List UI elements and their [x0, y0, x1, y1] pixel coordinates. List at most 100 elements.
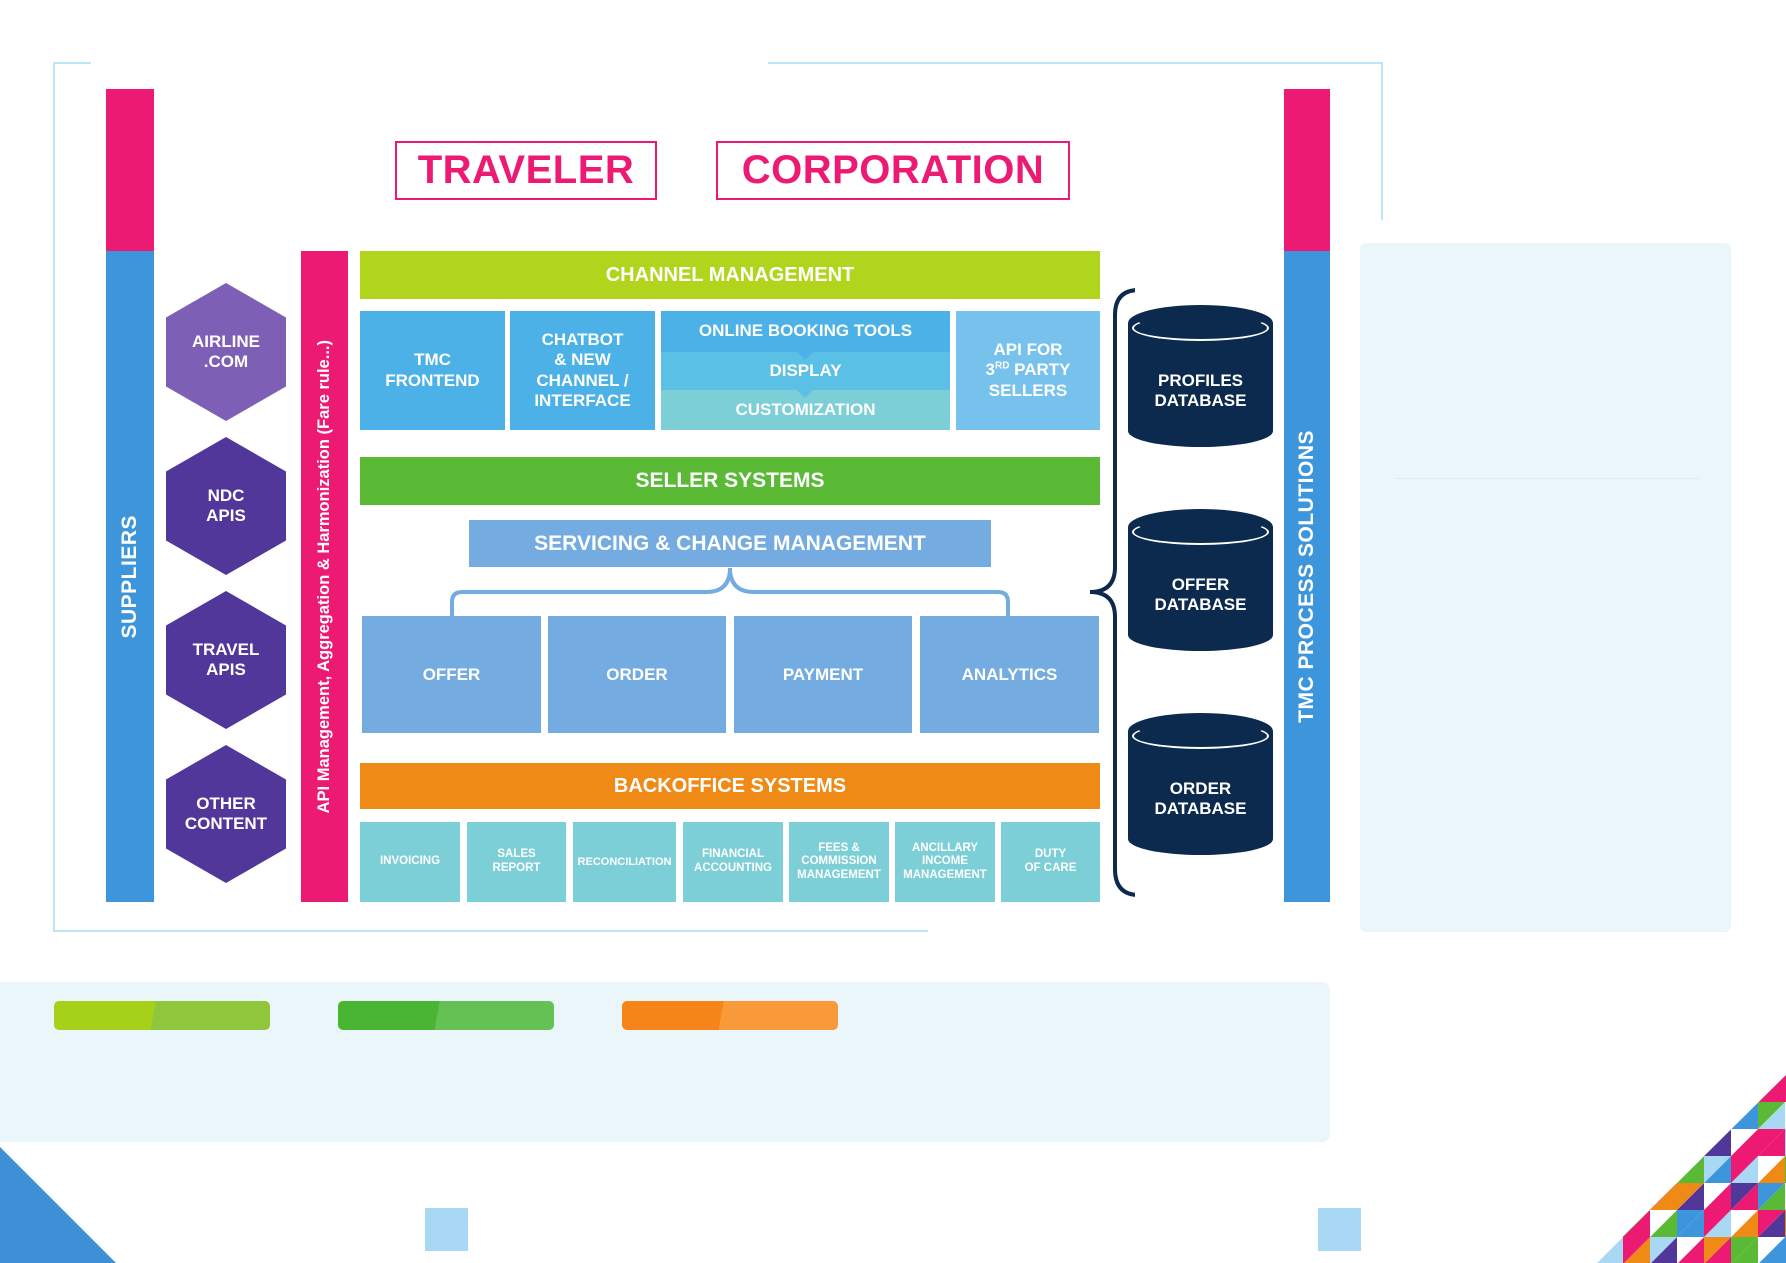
module-payment: PAYMENT: [734, 616, 912, 733]
pattern-triangle: [1677, 1183, 1704, 1210]
order-database-ring: [1132, 723, 1269, 749]
backoffice-item-financial-accounting: FINANCIAL ACCOUNTING: [683, 822, 783, 902]
backoffice-item-ancillary-income-label: ANCILLARY INCOME MANAGEMENT: [903, 841, 987, 881]
suppliers-bar-cap: [106, 89, 154, 251]
pattern-triangle: [1650, 1210, 1677, 1237]
pattern-triangle: [1704, 1102, 1731, 1129]
pattern-triangle: [1596, 1129, 1623, 1156]
offer-database-label: OFFER DATABASE: [1154, 575, 1247, 615]
api-third-party-tile: API FOR 3RD PARTY SELLERS: [956, 311, 1100, 430]
pattern-triangle: [1623, 1075, 1650, 1102]
tmc-frontend-tile: TMC FRONTEND: [360, 311, 505, 430]
legend-panel: [0, 982, 1330, 1142]
frame-bottom: [53, 930, 928, 932]
pattern-triangle: [1704, 1129, 1731, 1156]
tmc-process-bar: TMC PROCESS SOLUTIONS: [1284, 251, 1330, 902]
api-third-party-line1: API FOR: [993, 340, 1063, 360]
tmc-bar-cap: [1284, 89, 1330, 251]
backoffice-item-fees-commission: FEES & COMMISSION MANAGEMENT: [789, 822, 889, 902]
pattern-triangle: [1731, 1183, 1758, 1210]
backoffice-item-duty-of-care-label: DUTY OF CARE: [1024, 848, 1077, 874]
pattern-triangle: [1596, 1075, 1623, 1102]
frame-top-right: [768, 62, 1383, 64]
pattern-triangle: [1596, 1210, 1623, 1237]
online-booking-tools-label: ONLINE BOOKING TOOLS: [698, 321, 913, 341]
legend-swatch-orange: [622, 1001, 838, 1030]
backoffice-item-fees-commission-label: FEES & COMMISSION MANAGEMENT: [797, 841, 881, 881]
frame-top-left: [53, 62, 91, 64]
supplier-hex-travel-apis: TRAVEL APIS: [166, 591, 286, 729]
pattern-triangle: [1677, 1129, 1704, 1156]
pattern-triangle: [1704, 1237, 1731, 1263]
order-database: ORDER DATABASE: [1128, 713, 1273, 875]
pattern-triangle: [1731, 1156, 1758, 1183]
module-order-label: ORDER: [606, 664, 668, 684]
corporation-label: CORPORATION: [741, 148, 1045, 192]
profiles-database-label: PROFILES DATABASE: [1154, 371, 1247, 411]
pattern-triangle: [1677, 1210, 1704, 1237]
pattern-triangle: [1596, 1075, 1623, 1102]
pattern-triangle: [1623, 1129, 1650, 1156]
pattern-triangle: [1650, 1237, 1677, 1263]
pattern-triangle: [1596, 1156, 1623, 1183]
profiles-database-body: [1128, 323, 1273, 447]
display-arrow: [797, 352, 813, 360]
module-offer-label: OFFER: [422, 664, 481, 684]
pattern-triangle: [1596, 1183, 1623, 1210]
side-panel: [1360, 243, 1731, 932]
seller-systems-label: SELLER SYSTEMS: [635, 469, 825, 492]
pattern-triangle: [1677, 1075, 1704, 1102]
pattern-triangle: [1677, 1129, 1704, 1156]
tmc-process-bar-label: TMC PROCESS SOLUTIONS: [1295, 430, 1318, 723]
backoffice-item-reconciliation-label: RECONCILIATION: [577, 855, 672, 868]
suppliers-bar-label: SUPPLIERS: [118, 514, 141, 639]
corporation-box: CORPORATION: [716, 141, 1070, 200]
channel-management-bar: CHANNEL MANAGEMENT: [360, 251, 1100, 299]
supplier-hex-ndc-apis-label: NDC APIS: [206, 485, 246, 525]
offer-database-ring: [1132, 519, 1269, 545]
supplier-hex-airline-com-label: AIRLINE .COM: [192, 331, 260, 371]
pattern-triangle: [1623, 1183, 1650, 1210]
pattern-triangle: [1596, 1183, 1623, 1210]
pattern-triangle: [1623, 1129, 1650, 1156]
supplier-hex-other-content-label: OTHER CONTENT: [184, 793, 268, 833]
frame-left: [53, 62, 55, 932]
pattern-triangle: [1731, 1075, 1758, 1102]
pattern-triangle: [1758, 1183, 1785, 1210]
pattern-triangle: [1704, 1075, 1731, 1102]
pattern-triangle: [1758, 1102, 1785, 1129]
profiles-database: PROFILES DATABASE: [1128, 305, 1273, 467]
backoffice-item-sales-report: SALES REPORT: [467, 822, 566, 902]
side-panel-divider: [1395, 478, 1700, 479]
module-order: ORDER: [548, 616, 726, 733]
pattern-triangle: [1596, 1210, 1623, 1237]
order-database-label: ORDER DATABASE: [1154, 779, 1247, 819]
supplier-hex-airline-com: AIRLINE .COM: [166, 283, 286, 421]
backoffice-item-sales-report-label: SALES REPORT: [492, 848, 541, 874]
pattern-triangle: [1704, 1102, 1731, 1129]
traveler-box: TRAVELER: [395, 141, 657, 200]
pattern-triangle: [1677, 1102, 1704, 1129]
triangle-pattern-decoration: [1596, 1075, 1786, 1263]
pattern-triangle: [1623, 1102, 1650, 1129]
pattern-triangle: [1704, 1210, 1731, 1237]
order-database-body: [1128, 731, 1273, 855]
module-analytics: ANALYTICS: [920, 616, 1099, 733]
api-third-party-party: PARTY: [1009, 360, 1071, 380]
chatbot-tile: CHATBOT & NEW CHANNEL / INTERFACE: [510, 311, 655, 430]
legend-swatch-green: [338, 1001, 554, 1030]
servicing-brace-connector: [450, 567, 1010, 616]
traveler-label: TRAVELER: [417, 148, 635, 192]
pattern-triangle: [1623, 1075, 1650, 1102]
pattern-triangle: [1623, 1102, 1650, 1129]
profiles-database-ring: [1132, 315, 1269, 341]
supplier-hex-other-content: OTHER CONTENT: [166, 745, 286, 883]
small-square-2: [1318, 1208, 1361, 1251]
pattern-triangle: [1758, 1156, 1785, 1183]
pattern-triangle: [1596, 1129, 1623, 1156]
pattern-triangle: [1731, 1102, 1758, 1129]
pattern-triangle: [1596, 1102, 1623, 1129]
supplier-hex-ndc-apis: NDC APIS: [166, 437, 286, 575]
pattern-triangle: [1650, 1075, 1677, 1102]
backoffice-item-duty-of-care: DUTY OF CARE: [1001, 822, 1100, 902]
